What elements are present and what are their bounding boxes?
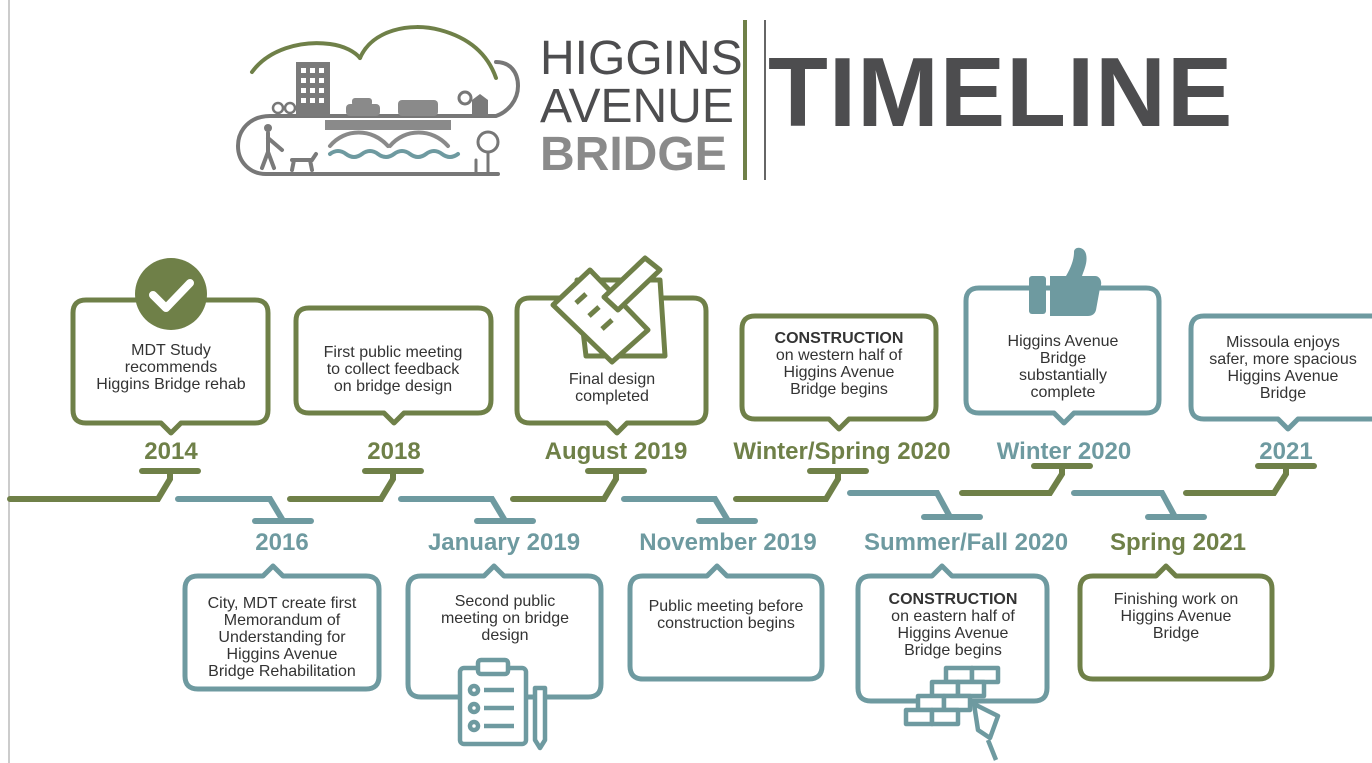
callout-box-january-2019 <box>405 563 604 700</box>
year-label-2021: 2021 <box>1259 438 1313 465</box>
year-label-spring-2021: Spring 2021 <box>1109 529 1247 556</box>
callout-box-winter-2020 <box>963 285 1162 426</box>
year-label-2014: 2014 <box>144 438 198 465</box>
bridge-logo <box>235 25 521 176</box>
clipboard-icon <box>457 657 548 751</box>
callout-box-spring-2021 <box>1077 563 1275 682</box>
page-title: TIMELINE <box>768 37 1234 147</box>
year-label-summer-fall-2020: Summer/Fall 2020 <box>863 529 1069 556</box>
year-label-winter-spring-2020: Winter/Spring 2020 <box>733 438 951 465</box>
callout-box-2014 <box>70 297 271 436</box>
year-label-november-2019: November 2019 <box>639 529 817 556</box>
brand-line-avenue: AVENUE <box>540 80 734 133</box>
year-label-2018: 2018 <box>367 438 421 465</box>
callout-box-winter-spring-2020 <box>739 313 939 432</box>
year-label-august-2019: August 2019 <box>544 438 688 465</box>
year-label-winter-2020: Winter 2020 <box>996 438 1132 465</box>
callout-box-2021 <box>1188 313 1372 432</box>
brand-line-higgins: HIGGINS <box>540 32 743 85</box>
callout-box-august-2019 <box>514 295 709 436</box>
callout-box-summer-fall-2020 <box>855 563 1050 704</box>
timeline-track <box>7 463 1317 524</box>
callout-box-november-2019 <box>627 563 825 682</box>
year-label-2016: 2016 <box>255 529 309 556</box>
callout-box-2016 <box>182 563 382 692</box>
callout-box-2018 <box>293 305 494 426</box>
thumbs-up-icon <box>1029 247 1102 316</box>
brand-line-bridge: BRIDGE <box>540 128 727 181</box>
year-label-january-2019: January 2019 <box>427 529 581 556</box>
design-pencil-ruler-icon <box>550 255 668 365</box>
checkmark-icon <box>135 258 207 330</box>
brick-trowel-icon <box>903 665 1001 761</box>
